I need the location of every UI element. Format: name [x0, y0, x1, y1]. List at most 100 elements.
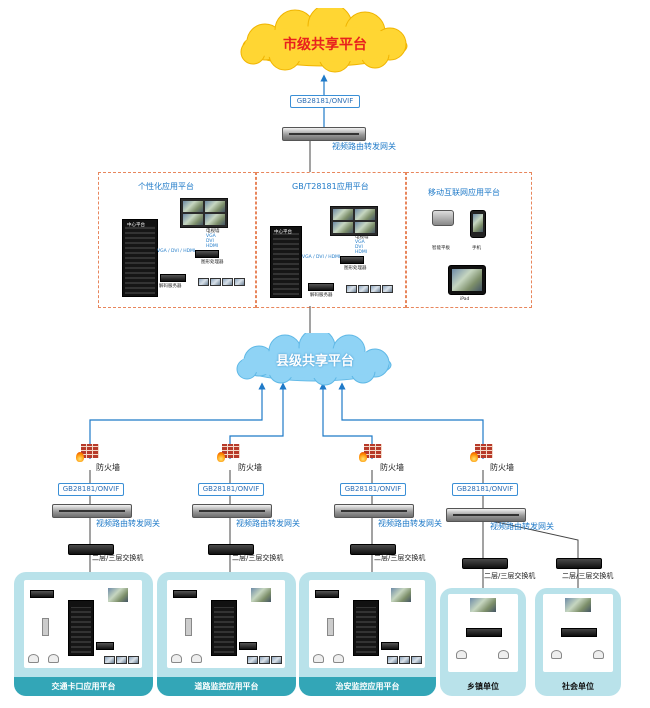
- nvr-icon: [466, 628, 502, 637]
- video-gateway-device: [446, 508, 526, 522]
- nvr-icon: [315, 590, 339, 598]
- camera-icon: [456, 650, 467, 659]
- device-diagram: [543, 594, 613, 672]
- firewall-icon: [81, 444, 99, 458]
- port-label: VGA: [355, 240, 365, 245]
- gateway-label: 视频路由转发网关: [332, 142, 396, 151]
- app-platform-label: 治安监控应用平台: [299, 677, 436, 696]
- gateway-label: 视频路由转发网关: [490, 522, 554, 531]
- rack-title: 中心平台: [127, 223, 145, 228]
- video-gateway-device: [52, 504, 132, 518]
- decoder-server-icon: [160, 274, 186, 282]
- switch-label: 二层/三层交换机: [92, 554, 144, 562]
- server-rack-icon: [353, 600, 379, 656]
- display-label: 电视墙: [355, 235, 369, 240]
- app-platform-label: 乡镇单位: [467, 682, 499, 691]
- monitor-icon: [108, 588, 128, 602]
- client-monitors-icon: [346, 285, 393, 293]
- firewall-label: 防火墙: [380, 463, 404, 472]
- gateway-label: 视频路由转发网关: [236, 519, 300, 528]
- panel-mobile: [406, 172, 532, 308]
- county-platform-label: 县级共享平台: [275, 354, 354, 369]
- app-platform-society: 社会单位: [535, 588, 621, 696]
- switch-icon: [208, 544, 254, 555]
- app-platform-label: 交通卡口应用平台: [14, 677, 153, 696]
- camera-icon: [593, 650, 604, 659]
- ipad-icon: [448, 265, 486, 295]
- app-platform-label: 道路监控应用平台: [157, 677, 296, 696]
- switch-label: 二层/三层交换机: [232, 554, 284, 562]
- nvr-icon: [30, 590, 54, 598]
- protocol-badge: GB28181/ONVIF: [452, 483, 518, 496]
- video-port-label: VGA / DVI / HDMI: [157, 249, 196, 254]
- camera-icon: [191, 654, 202, 663]
- port-label: DVI: [206, 239, 214, 244]
- switch-label: 二层/三层交换机: [484, 572, 536, 580]
- display-label: 电视墙: [206, 229, 220, 234]
- panel-personalized: [98, 172, 256, 308]
- client-monitors-icon: [247, 656, 282, 664]
- panel-title: 移动互联网应用平台: [428, 188, 500, 197]
- firewall-icon: [364, 444, 382, 458]
- port-label: HDMI: [206, 244, 219, 249]
- app-platform-label: 社会单位: [562, 682, 594, 691]
- tablet-icon: [432, 210, 454, 226]
- switch-label: 二层/三层交换机: [562, 572, 614, 580]
- port-label: DVI: [355, 245, 363, 250]
- device-diagram: [24, 580, 142, 668]
- panel-gbt28181: [256, 172, 406, 308]
- panel-title: 个性化应用平台: [138, 182, 194, 191]
- fire-icon: [217, 452, 225, 462]
- graphics-processor-icon: [340, 256, 364, 264]
- switch-label: 二层/三层交换机: [374, 554, 426, 562]
- server-rack-icon: [270, 226, 302, 298]
- camera-icon: [28, 654, 39, 663]
- camera-icon: [171, 654, 182, 663]
- firewall-icon: [222, 444, 240, 458]
- fire-icon: [470, 452, 478, 462]
- client-monitors-icon: [104, 656, 139, 664]
- port-label: VGA: [206, 234, 216, 239]
- server-rack-icon: [122, 219, 158, 297]
- video-wall-icon: [180, 198, 228, 228]
- device-label: 图形处理器: [344, 266, 367, 271]
- client-monitors-icon: [198, 278, 245, 286]
- video-wall-icon: [330, 206, 378, 236]
- graphics-processor-icon: [195, 250, 219, 258]
- video-gateway-device: [334, 504, 414, 518]
- protocol-badge: GB28181/ONVIF: [198, 483, 264, 496]
- county-cloud: [236, 333, 392, 386]
- device-label: iPad: [460, 297, 470, 302]
- app-platform-traffic: 交通卡口应用平台: [14, 572, 153, 696]
- decoder-icon: [96, 642, 114, 650]
- switch-icon: [68, 544, 114, 555]
- device-diagram: [309, 580, 425, 668]
- nvr-icon: [561, 628, 597, 637]
- monitor-icon: [470, 598, 496, 612]
- camera-icon: [313, 654, 324, 663]
- rack-title: 中心平台: [274, 230, 292, 235]
- pole-icon: [185, 618, 192, 636]
- firewall-label: 防火墙: [490, 463, 514, 472]
- camera-icon: [333, 654, 344, 663]
- firewall-icon: [475, 444, 493, 458]
- switch-icon: [556, 558, 602, 569]
- device-diagram: [448, 594, 518, 672]
- nvr-icon: [173, 590, 197, 598]
- gateway-label: 视频路由转发网关: [378, 519, 442, 528]
- app-platform-road: 道路监控应用平台: [157, 572, 296, 696]
- pole-icon: [327, 618, 334, 636]
- switch-icon: [462, 558, 508, 569]
- protocol-badge: GB28181/ONVIF: [58, 483, 124, 496]
- city-platform-label: 市级共享平台: [283, 37, 367, 53]
- video-gateway-device: [282, 127, 366, 141]
- monitor-icon: [565, 598, 591, 612]
- decoder-icon: [381, 642, 399, 650]
- pole-icon: [42, 618, 49, 636]
- firewall-label: 防火墙: [238, 463, 262, 472]
- gateway-label: 视频路由转发网关: [96, 519, 160, 528]
- device-diagram: [167, 580, 285, 668]
- fire-icon: [359, 452, 367, 462]
- fire-icon: [76, 452, 84, 462]
- port-label: HDMI: [355, 250, 368, 255]
